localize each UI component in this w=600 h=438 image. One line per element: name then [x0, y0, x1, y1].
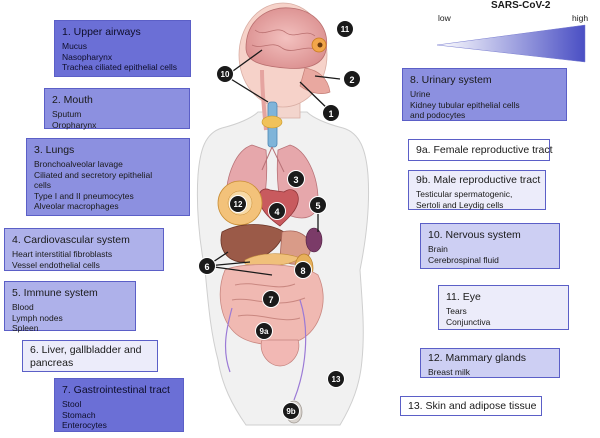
box-title: 2. Mouth	[52, 94, 93, 106]
box-title: 6. Liver, gallbladder and	[30, 344, 142, 356]
box-title: 9b. Male reproductive tract	[416, 174, 541, 186]
box-lungs: 3. Lungs Bronchoalveolar lavage Ciliated…	[26, 138, 190, 216]
box-title: 4. Cardiovascular system	[12, 234, 130, 246]
box-item: Testicular spermatogenic,	[416, 189, 513, 199]
box-female-reproductive: 9a. Female reproductive tract	[408, 139, 553, 161]
box-title: 7. Gastrointestinal tract	[62, 384, 170, 396]
box-item: Heart interstitial fibroblasts	[12, 249, 113, 259]
legend-title: SARS-CoV-2	[491, 0, 551, 11]
box-item: Sertoli and Leydig cells	[416, 199, 504, 210]
box-item: cells	[34, 180, 52, 190]
uterus	[260, 339, 300, 367]
box-item: Mucus	[62, 41, 88, 51]
box-item: Conjunctiva	[446, 316, 491, 327]
box-title: 5. Immune system	[12, 287, 98, 299]
legend-gradient-wedge	[436, 24, 586, 63]
marker-3: 3	[287, 170, 305, 188]
spleen	[305, 227, 323, 253]
box-item: Trachea ciliated epithelial cells	[62, 62, 177, 72]
box-item: Nasopharynx	[62, 51, 113, 62]
box-eye: 11. Eye Tears Conjunctiva	[438, 285, 569, 330]
box-liver: 6. Liver, gallbladder and pancreas	[22, 340, 158, 372]
nasal-cavity	[299, 67, 331, 94]
thyroid	[261, 115, 283, 129]
box-item: and podocytes	[410, 110, 466, 120]
box-item: Spleen	[12, 323, 39, 333]
legend-high-label: high	[572, 13, 589, 23]
box-title: 10. Nervous system	[428, 229, 521, 241]
box-title: 8. Urinary system	[410, 74, 492, 86]
box-item: Tears	[446, 306, 467, 316]
box-male-reproductive: 9b. Male reproductive tract Testicular s…	[408, 170, 546, 210]
box-item: Vessel endothelial cells	[12, 259, 100, 270]
box-item: Stool	[62, 399, 82, 409]
box-title: 1. Upper airways	[62, 26, 141, 38]
marker-12: 12	[229, 195, 247, 213]
box-immune: 5. Immune system Blood Lymph nodes Splee…	[4, 281, 136, 333]
box-title: 11. Eye	[446, 291, 481, 303]
marker-4: 4	[268, 202, 286, 220]
box-item: Alveolar macrophages	[34, 201, 119, 211]
box-urinary: 8. Urinary system Urine Kidney tubular e…	[402, 68, 567, 121]
marker-13: 13	[327, 370, 345, 388]
marker-1: 1	[322, 104, 340, 122]
box-item: Enterocytes	[62, 420, 107, 430]
box-item: Breast milk	[428, 367, 471, 377]
box-nervous: 10. Nervous system Brain Cerebrospinal f…	[420, 223, 560, 269]
marker-5: 5	[309, 196, 327, 214]
box-title: 13. Skin and adipose tissue	[408, 400, 537, 412]
box-item: Ciliated and secretory epithelial	[34, 169, 153, 180]
marker-10: 10	[216, 65, 234, 83]
marker-2: 2	[343, 70, 361, 88]
box-item: Brain	[428, 244, 448, 254]
box-item: Type I and II pneumocytes	[34, 190, 134, 201]
box-mammary: 12. Mammary glands Breast milk	[420, 348, 560, 378]
box-mouth: 2. Mouth Sputum Oropharynx	[44, 88, 190, 130]
box-item: Cerebrospinal fluid	[428, 254, 499, 265]
box-cardiovascular: 4. Cardiovascular system Heart interstit…	[4, 228, 164, 271]
box-item: Blood	[12, 302, 34, 312]
box-title: 9a. Female reproductive tract	[416, 144, 553, 156]
marker-8: 8	[294, 261, 312, 279]
liver	[220, 224, 285, 263]
box-title: 12. Mammary glands	[428, 352, 527, 364]
box-item: Urine	[410, 89, 431, 99]
box-title: 3. Lungs	[34, 144, 75, 156]
marker-11: 11	[336, 20, 354, 38]
box-gastrointestinal: 7. Gastrointestinal tract Stool Stomach …	[54, 378, 184, 432]
marker-6: 6	[198, 257, 216, 275]
box-item: Oropharynx	[52, 119, 97, 130]
box-item: Stomach	[62, 409, 96, 420]
box-upper-airways: 1. Upper airways Mucus Nasopharynx Trach…	[54, 20, 191, 77]
marker-7: 7	[262, 290, 280, 308]
marker-9a: 9a	[255, 322, 273, 340]
box-item: Sputum	[52, 109, 82, 119]
box-item: Kidney tubular epithelial cells	[410, 99, 520, 110]
box-title-cont: pancreas	[30, 357, 74, 369]
legend-low-label: low	[438, 13, 451, 23]
box-item: Bronchoalveolar lavage	[34, 159, 123, 169]
box-item: Lymph nodes	[12, 312, 63, 323]
lymph-vessels	[224, 299, 307, 401]
box-skin-adipose: 13. Skin and adipose tissue	[400, 396, 542, 416]
marker-9b: 9b	[282, 402, 300, 420]
brain	[245, 7, 328, 69]
